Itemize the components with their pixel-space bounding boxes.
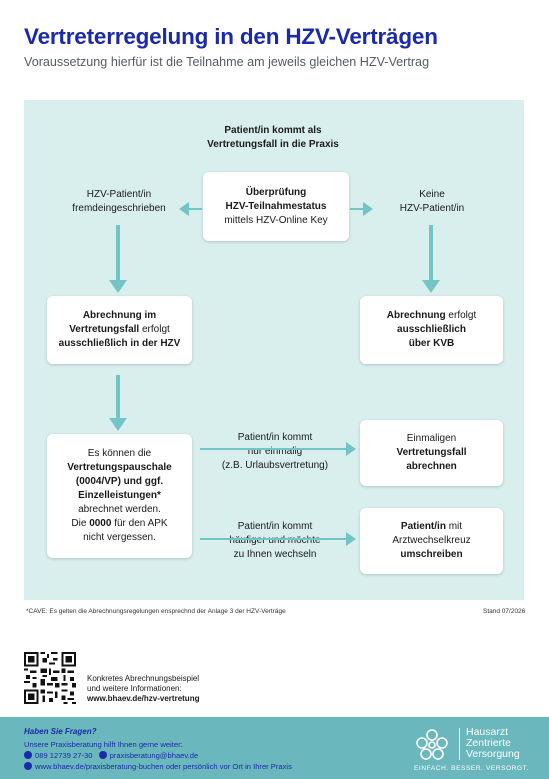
footer-heading: Haben Sie Fragen? xyxy=(24,727,97,736)
qr-code[interactable] xyxy=(24,652,76,704)
hzv-logo-icon xyxy=(416,729,448,760)
arrow-down-left-1 xyxy=(109,225,127,293)
mail-icon xyxy=(98,751,107,759)
logo-separator xyxy=(459,728,460,760)
web-link[interactable]: www.bhaev.de/praxisberatung-buchen oder … xyxy=(35,762,292,771)
once-label: Patient/in kommt nur einmalig (z.B. Urla… xyxy=(221,432,329,471)
arrow-down-left-2 xyxy=(109,375,127,431)
kvb-billing-box: Abrechnung erfolgt ausschließlich über K… xyxy=(360,296,503,364)
logo-wordmark: Hausarzt Zentrierte Versorgung xyxy=(466,726,520,760)
footer-contact: 089 12739 27-30 praxisberatung@bhaev.de xyxy=(24,751,198,760)
arrow-to-often xyxy=(200,532,356,546)
footer-bar: Haben Sie Fragen? Unsere Praxisberatung … xyxy=(0,717,549,779)
globe-icon xyxy=(24,762,32,770)
logo-tagline: EINFACH. BESSER. VERSORGT. xyxy=(414,765,529,772)
billing-details-box: Es können die Vertretungspauschale (0004… xyxy=(47,434,192,558)
qr-info: Konkretes Abrechnungsbeispiel und weiter… xyxy=(87,674,200,703)
arrow-down-right-1 xyxy=(422,225,440,293)
stand-date: Stand 07/2026 xyxy=(483,608,526,615)
flow-start-label: Patient/in kommt als Vertretungsfall in … xyxy=(207,125,339,150)
footer-web: www.bhaev.de/praxisberatung-buchen oder … xyxy=(24,762,292,771)
switch-doctor-box: Patient/in mit Arztwechselkreuz umschrei… xyxy=(360,508,503,574)
phone-icon xyxy=(24,751,32,759)
arrow-to-once xyxy=(200,442,356,456)
no-hzv-patient-label: Keine HZV-Patient/in xyxy=(399,189,465,214)
email-link[interactable]: praxisberatung@bhaev.de xyxy=(109,751,199,760)
info-link[interactable]: www.bhaev.de/hzv-vertretung xyxy=(87,694,200,703)
hzv-billing-box: Abrechnung im Vertretungsfall erfolgt au… xyxy=(47,296,192,364)
footnote: *CAVE: Es gelten die Abrechnungsregelung… xyxy=(26,608,286,615)
check-status-box: Überprüfung HZV-Teilnahmestatus mittels … xyxy=(203,172,349,241)
single-case-box: Einmaligen Vertretungsfall abrechnen xyxy=(360,420,503,486)
phone-number[interactable]: 089 12739 27-30 xyxy=(35,751,93,760)
hzv-patient-label: HZV-Patient/in fremdeingeschrieben xyxy=(72,189,166,214)
arrow-to-no-hzv xyxy=(350,202,373,216)
page-subtitle: Voraussetzung hierfür ist die Teilnahme … xyxy=(24,55,430,69)
arrow-to-hzv xyxy=(179,202,202,216)
often-label: Patient/in kommt häufiger und möchte zu … xyxy=(229,521,321,560)
page-title: Vertreterregelung in den HZV-Verträgen xyxy=(24,24,438,49)
footer-intro: Unsere Praxisberatung hilft Ihnen gerne … xyxy=(24,740,183,749)
